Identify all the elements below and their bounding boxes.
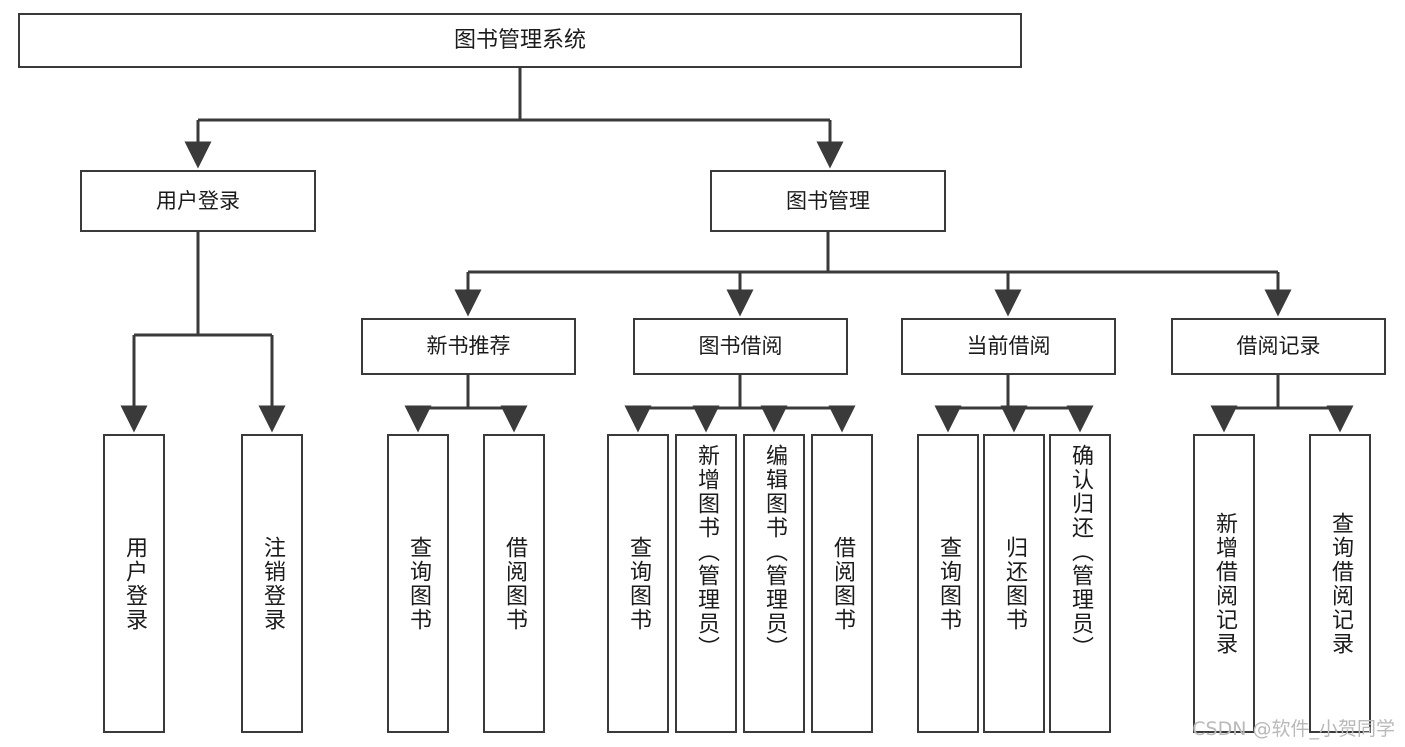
node-book-manage[interactable]: 图书管理 bbox=[710, 170, 946, 232]
node-leaf-query-borrow-record[interactable]: 查询借阅记录 bbox=[1309, 434, 1371, 733]
node-leaf-query-book-3[interactable]: 查询图书 bbox=[917, 434, 979, 733]
node-leaf-borrow-book-2[interactable]: 借阅图书 bbox=[811, 434, 873, 733]
node-label: 借阅记录 bbox=[1236, 334, 1321, 359]
node-user-login[interactable]: 用户登录 bbox=[80, 170, 316, 232]
node-label: 新增借阅记录 bbox=[1212, 511, 1237, 656]
node-label: 编辑图书（管理员） bbox=[762, 444, 787, 660]
node-label: 查询借阅记录 bbox=[1328, 511, 1353, 656]
node-label: 查询图书 bbox=[626, 535, 651, 632]
node-current-borrow[interactable]: 当前借阅 bbox=[901, 318, 1116, 375]
node-leaf-user-login[interactable]: 用户登录 bbox=[103, 434, 165, 733]
node-label: 用户登录 bbox=[156, 188, 240, 213]
node-label: 新增图书（管理员） bbox=[694, 444, 719, 660]
node-label: 用户登录 bbox=[122, 535, 147, 632]
node-leaf-query-book-2[interactable]: 查询图书 bbox=[607, 434, 669, 733]
node-label: 归还图书 bbox=[1002, 535, 1027, 632]
node-label: 确认归还（管理员） bbox=[1068, 444, 1093, 660]
node-label: 查询图书 bbox=[406, 535, 431, 632]
node-leaf-user-logout[interactable]: 注销登录 bbox=[241, 434, 303, 733]
node-leaf-confirm-return[interactable]: 确认归还（管理员） bbox=[1049, 434, 1111, 733]
node-label: 查询图书 bbox=[936, 535, 961, 632]
node-leaf-add-book[interactable]: 新增图书（管理员） bbox=[675, 434, 737, 733]
node-label: 注销登录 bbox=[260, 535, 285, 632]
node-borrow-record[interactable]: 借阅记录 bbox=[1171, 318, 1386, 375]
node-new-book-recommend[interactable]: 新书推荐 bbox=[361, 318, 576, 375]
node-root-system[interactable]: 图书管理系统 bbox=[18, 13, 1022, 68]
node-label: 图书管理 bbox=[786, 188, 870, 213]
node-label: 借阅图书 bbox=[830, 535, 855, 632]
node-label: 新书推荐 bbox=[426, 334, 511, 359]
node-leaf-edit-book[interactable]: 编辑图书（管理员） bbox=[743, 434, 805, 733]
node-label: 当前借阅 bbox=[966, 334, 1051, 359]
node-label: 图书借阅 bbox=[698, 334, 783, 359]
node-leaf-query-book-1[interactable]: 查询图书 bbox=[387, 434, 449, 733]
node-leaf-return-book[interactable]: 归还图书 bbox=[983, 434, 1045, 733]
node-leaf-add-borrow-record[interactable]: 新增借阅记录 bbox=[1193, 434, 1255, 733]
node-label: 图书管理系统 bbox=[453, 27, 586, 53]
node-leaf-borrow-book-1[interactable]: 借阅图书 bbox=[483, 434, 545, 733]
node-book-borrow[interactable]: 图书借阅 bbox=[633, 318, 848, 375]
node-label: 借阅图书 bbox=[502, 535, 527, 632]
